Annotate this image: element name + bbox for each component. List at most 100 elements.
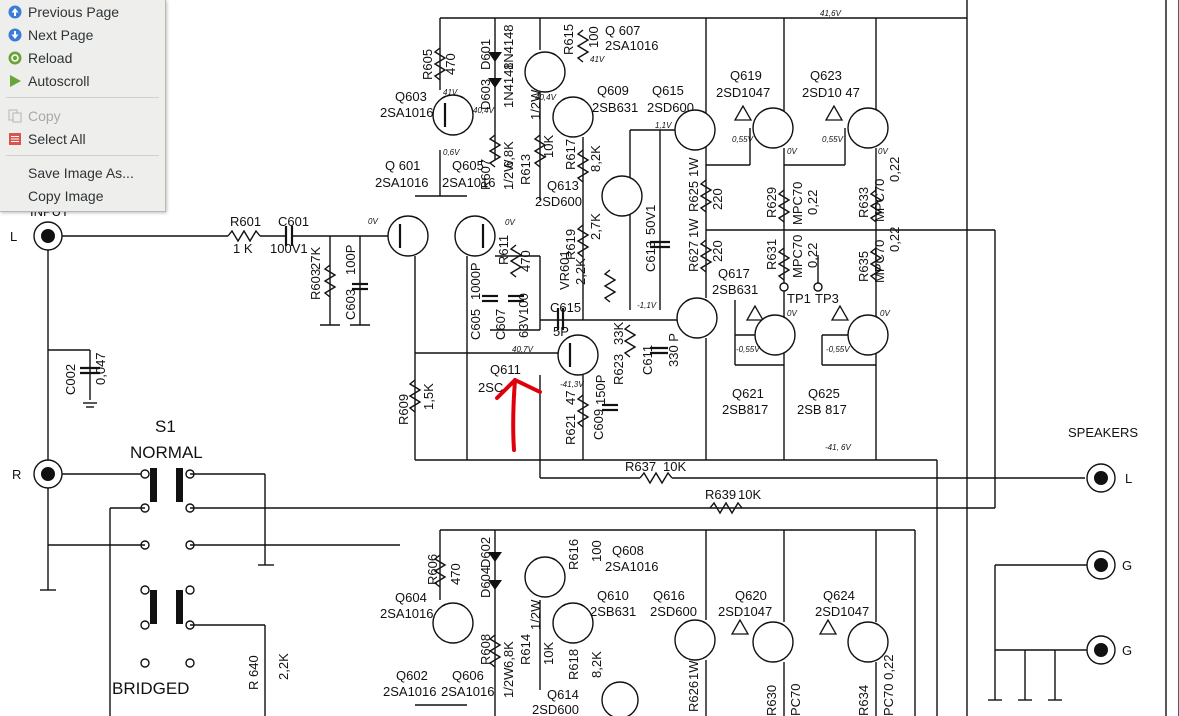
menu-item-save-image-as[interactable]: Save Image As... xyxy=(0,162,165,184)
voltage-label: 0V xyxy=(787,147,797,156)
menu-item-select-all[interactable]: Select All xyxy=(0,128,165,150)
part-label: 2SB631 xyxy=(592,100,638,115)
voltage-label: 40,4V xyxy=(535,93,557,102)
part-label: R 640 xyxy=(246,655,261,690)
part-label: 1,5K xyxy=(421,383,436,410)
part-label: 1W xyxy=(686,660,701,680)
menu-item-label: Reload xyxy=(28,50,73,66)
part-label: 1/2W xyxy=(528,599,543,630)
input-left-label: L xyxy=(10,229,17,244)
part-label: 2SA1016 xyxy=(383,684,437,699)
part-label: 5P xyxy=(553,324,569,339)
part-label: Q624 xyxy=(823,588,855,603)
menu-item-label: Save Image As... xyxy=(28,165,134,181)
reload-icon xyxy=(8,51,22,65)
part-label: R626 xyxy=(686,681,701,712)
part-label: C002 xyxy=(63,364,78,395)
part-label: Q605 xyxy=(452,158,484,173)
part-label: 10K xyxy=(541,642,556,665)
part-label: R614 xyxy=(518,634,533,665)
part-label: R619 xyxy=(563,229,578,260)
part-label: R605 xyxy=(420,49,435,80)
part-label: Q623 xyxy=(810,68,842,83)
menu-item-label: Autoscroll xyxy=(28,73,90,89)
input-right-label: R xyxy=(12,467,21,482)
part-label: D604 xyxy=(478,567,493,598)
menu-item-autoscroll[interactable]: Autoscroll xyxy=(0,70,165,92)
part-label: R639 xyxy=(705,487,736,502)
menu-item-label: Previous Page xyxy=(28,4,120,20)
menu-item-label: Copy Image xyxy=(28,188,104,204)
part-label: R617 xyxy=(563,139,578,170)
part-label: 2,7K xyxy=(588,213,603,240)
part-label: R631 xyxy=(764,239,779,270)
part-label: R635 xyxy=(856,251,871,282)
part-label: MPC70 xyxy=(790,182,805,225)
part-label: PC70 0,22 xyxy=(881,655,896,716)
part-label: 6,8K xyxy=(501,141,516,168)
part-label: C615 xyxy=(550,300,581,315)
menu-item-next-page[interactable]: Next Page xyxy=(0,24,165,46)
part-label: 2SA1016 xyxy=(375,175,429,190)
part-label: 10K xyxy=(663,459,686,474)
voltage-label: 0V xyxy=(787,309,797,318)
part-label: 100 xyxy=(589,540,604,562)
arrow-down-circle-icon xyxy=(8,28,22,42)
menu-item-previous-page[interactable]: Previous Page xyxy=(0,1,165,23)
part-label: Q602 xyxy=(396,668,428,683)
part-label: 2SD600 xyxy=(647,100,694,115)
speaker-g-label: G xyxy=(1122,643,1132,658)
part-label: 100V1 xyxy=(270,241,308,256)
part-label: Q611 xyxy=(490,362,521,377)
voltage-label: 41,6V xyxy=(820,9,842,18)
part-label: 1000P xyxy=(468,262,483,300)
part-label: 1/2W xyxy=(501,159,516,190)
red-arrow-annotation xyxy=(495,378,542,452)
part-label: 2SD1047 xyxy=(815,604,869,619)
part-label: Q617 xyxy=(718,266,750,281)
part-label: R611 xyxy=(496,235,511,265)
part-label: 27K xyxy=(308,247,323,270)
part-label: R627 xyxy=(686,241,701,272)
part-label: MPC70 xyxy=(872,179,887,222)
copy-icon xyxy=(8,109,22,123)
voltage-label: 40,7V xyxy=(512,345,534,354)
part-label: 2SA1016 xyxy=(605,38,659,53)
part-label: Q613 xyxy=(547,178,579,193)
menu-separator xyxy=(6,155,159,156)
part-label: R618 xyxy=(566,649,581,680)
part-label: 8,2K xyxy=(589,651,604,678)
part-label: 1W xyxy=(686,218,701,238)
voltage-label: 41V xyxy=(443,88,458,97)
svg-text:0V: 0V xyxy=(368,217,378,226)
part-label: C605 xyxy=(468,309,483,340)
part-label: R630 xyxy=(764,685,779,716)
speaker-g-label: G xyxy=(1122,558,1132,573)
menu-item-reload[interactable]: Reload xyxy=(0,47,165,69)
part-label: 0,047 xyxy=(93,352,108,385)
voltage-label: 1,1V xyxy=(655,121,672,130)
part-label: 1W xyxy=(686,157,701,177)
svg-text:0V: 0V xyxy=(505,218,515,227)
voltage-label: 41V xyxy=(590,55,605,64)
select-all-icon xyxy=(8,132,22,146)
part-label: 220 xyxy=(710,188,725,210)
part-label: 2,2K xyxy=(276,653,291,680)
part-label: 2SA1016 xyxy=(441,684,495,699)
part-label: Q616 xyxy=(653,588,685,603)
part-label: R616 xyxy=(566,539,581,570)
part-label: 0,22 xyxy=(805,190,820,215)
part-label: 2SD1047 xyxy=(718,604,772,619)
play-icon xyxy=(8,74,22,88)
menu-item-copy-image[interactable]: Copy Image xyxy=(0,185,165,207)
part-label: 10K xyxy=(738,487,761,502)
part-label: MPC70 xyxy=(790,235,805,278)
part-label: 63V100 xyxy=(516,293,531,338)
part-label: 2SB631 xyxy=(712,282,758,297)
part-label: 2SA1016 xyxy=(380,606,434,621)
part-label: Q604 xyxy=(395,590,427,605)
part-label: R621 xyxy=(563,414,578,445)
part-label: 0,22 xyxy=(887,227,902,252)
part-label: R615 xyxy=(561,24,576,55)
